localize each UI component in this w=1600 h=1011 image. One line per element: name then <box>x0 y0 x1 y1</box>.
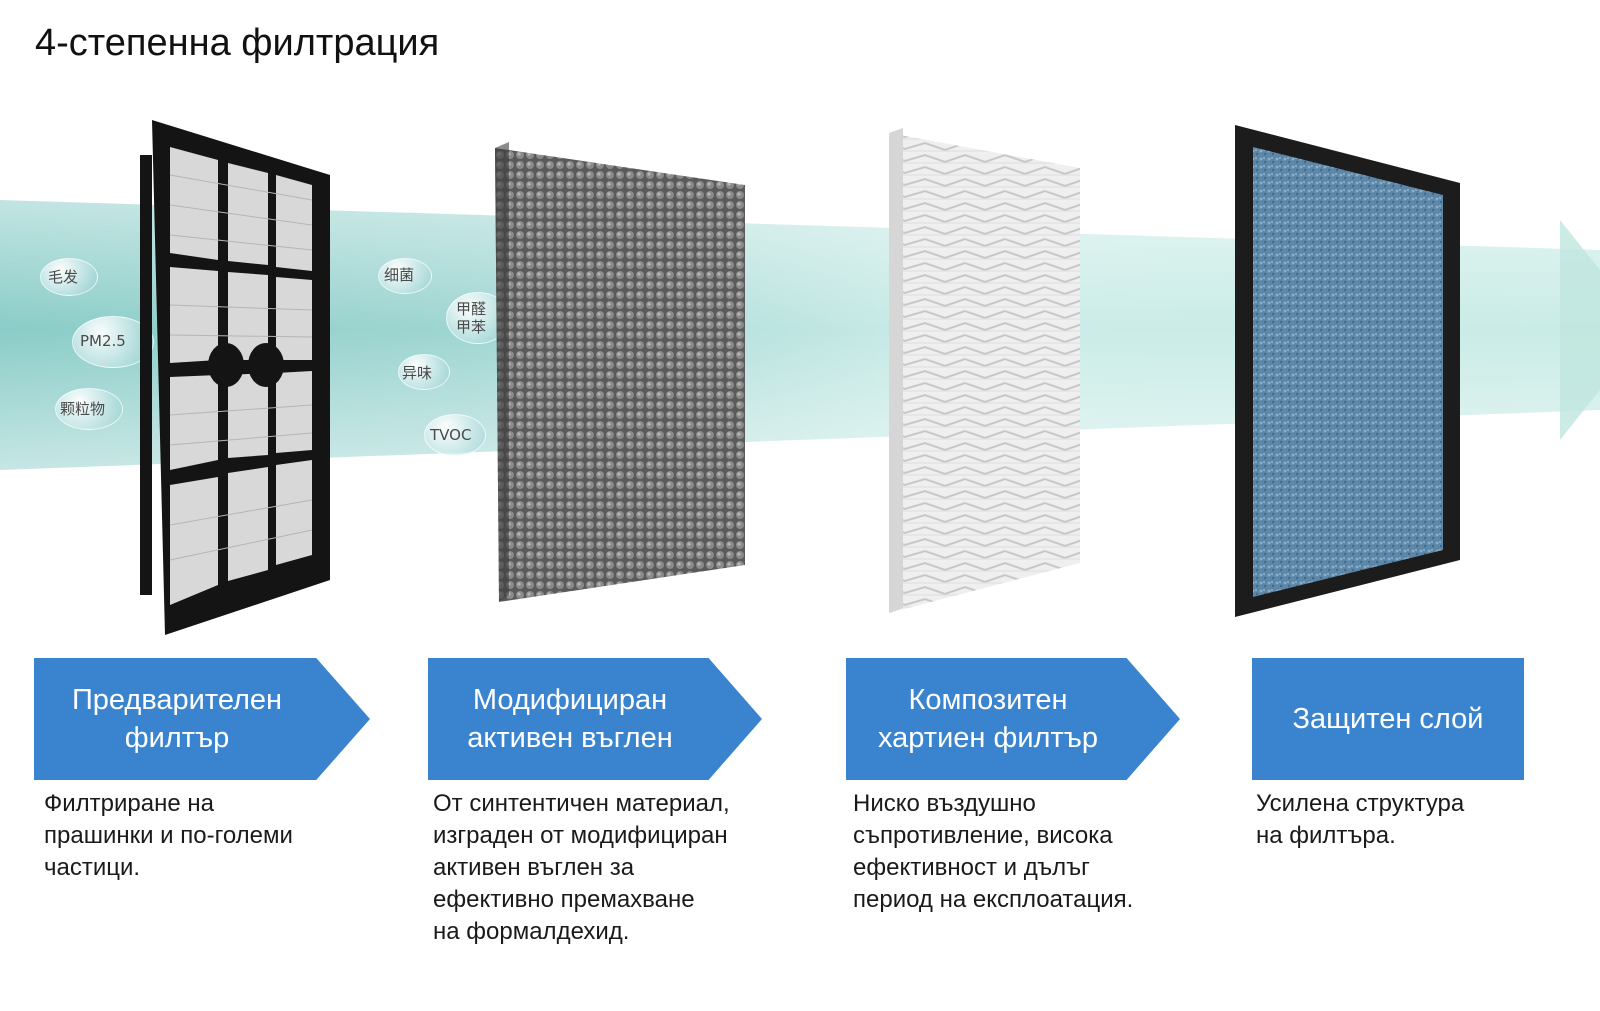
paper-filter-image <box>889 128 1080 613</box>
bubble-label-pm: PM2.5 <box>80 332 126 350</box>
bubble-label-hair: 毛发 <box>48 268 79 286</box>
stage-label-protective: Защитен слой <box>1292 703 1484 735</box>
bubble-label-tvoc: TVOC <box>430 426 472 444</box>
stage-banner-carbon: Модифициран активен въглен <box>428 658 762 780</box>
bubble <box>55 388 123 430</box>
page-title: 4-степенна филтрация <box>35 22 440 64</box>
carbon-block-image <box>495 142 745 602</box>
stage-description-protective: Усилена структура на филтъра. <box>1256 790 1465 849</box>
bubble-label-formaldehyde: 甲醛 甲苯 <box>456 300 487 336</box>
mesh-panel-image <box>1235 125 1460 617</box>
stage-description-paper: Ниско въздушно съпротивление, висока ефе… <box>853 790 1134 913</box>
stage-banner-protective: Защитен слой <box>1252 658 1524 780</box>
bubble <box>378 258 432 294</box>
bubble-label-particles: 颗粒物 <box>60 400 106 418</box>
bubble <box>398 354 450 390</box>
pre-filter-image <box>140 120 330 635</box>
stage-label-carbon: Модифициран активен въглен <box>467 684 673 754</box>
stage-banner-pre-filter: Предварителен филтър <box>34 658 370 780</box>
stage-label-paper: Композитен хартиен филтър <box>878 684 1098 754</box>
bubble <box>40 258 98 296</box>
stage-description-pre-filter: Филтриране на прашинки и по-големи части… <box>44 790 293 881</box>
bubble <box>424 414 486 456</box>
stage-label-pre-filter: Предварителен филтър <box>71 684 283 754</box>
bubble-label-bacteria: 细菌 <box>384 266 415 284</box>
stage-banner-paper: Композитен хартиен филтър <box>846 658 1180 780</box>
stage-description-carbon: От синтентичен материал, изграден от мод… <box>433 790 730 945</box>
bubble-label-odor: 异味 <box>402 364 433 382</box>
